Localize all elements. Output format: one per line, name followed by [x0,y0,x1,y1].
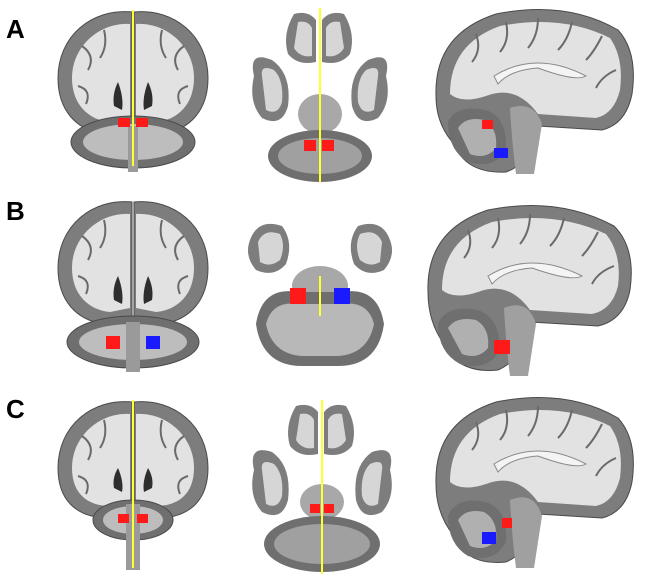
row-a-coronal-slice [52,6,214,178]
row-c-axial-slice [240,398,404,576]
roi-red-left [310,504,320,513]
roi-red-right [136,118,148,127]
row-a-sagittal-slice [426,4,638,178]
row-label-b: B [6,196,25,226]
row-b-coronal-slice [52,196,214,374]
row-a-axial-slice [238,6,402,184]
roi-red [494,340,510,354]
roi-red-left [118,118,130,127]
row-c-coronal-slice [52,396,214,572]
roi-blue [334,288,350,304]
roi-red [482,120,493,129]
roi-red-right [324,504,334,513]
roi-blue [146,336,160,349]
roi-red-left [118,514,129,523]
row-c-sagittal-slice [426,392,638,572]
roi-blue [482,532,496,544]
row-b-axial-slice [238,216,402,376]
roi-blue [494,148,508,158]
roi-red [502,518,512,528]
roi-red-right [322,140,334,151]
roi-red-right [137,514,148,523]
roi-red [290,288,306,304]
roi-red-left [304,140,316,151]
row-b-sagittal-slice [418,200,638,380]
row-label-c: C [6,394,25,424]
row-label-a: A [6,14,25,44]
roi-red [106,336,120,349]
